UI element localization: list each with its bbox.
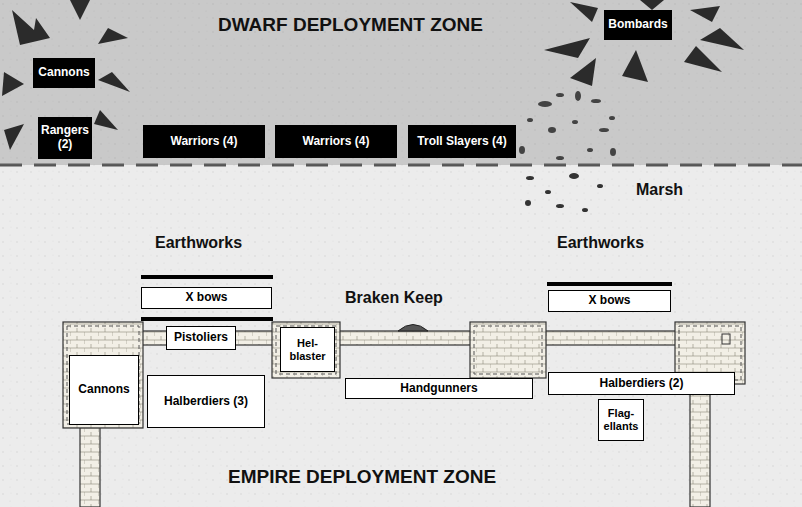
unit-name: Cannons — [78, 383, 129, 397]
unit-name: Handgunners — [400, 382, 477, 396]
unit-name: Rangers (2) — [41, 124, 89, 152]
unit-name: Hel- blaster — [285, 337, 330, 362]
unit-box: Cannons — [33, 58, 95, 88]
unit-name: Warriors (4) — [303, 135, 370, 149]
unit-box: Rangers (2) — [38, 117, 92, 159]
unit-box: Halberdiers (3) — [147, 375, 265, 428]
unit-box: Halberdiers (2) — [548, 372, 735, 395]
terrain-label: Earthworks — [155, 234, 242, 252]
unit-box: Pistoliers — [166, 326, 236, 350]
unit-name: Halberdiers (3) — [164, 395, 248, 409]
unit-name: Troll Slayers (4) — [417, 135, 506, 149]
keep-name: Braken Keep — [345, 289, 443, 307]
unit-name: Cannons — [38, 66, 89, 80]
unit-name: X bows — [588, 294, 630, 308]
unit-name: X bows — [185, 291, 227, 305]
unit-box: Troll Slayers (4) — [408, 125, 516, 158]
unit-box: Handgunners — [345, 378, 533, 399]
unit-name: Warriors (4) — [171, 135, 238, 149]
terrain-label: Earthworks — [557, 234, 644, 252]
unit-name: Bombards — [608, 18, 667, 32]
unit-box: Hel- blaster — [280, 327, 335, 372]
zone-name: DWARF DEPLOYMENT ZONE — [218, 14, 483, 36]
unit-name: Flag- ellants — [603, 407, 639, 432]
unit-box: Bombards — [604, 10, 672, 40]
unit-box: Flag- ellants — [598, 399, 644, 441]
unit-box: Warriors (4) — [143, 125, 265, 158]
unit-box: Cannons — [69, 355, 139, 425]
unit-box: X bows — [141, 287, 272, 309]
deployment-zone-band: DWARF DEPLOYMENT ZONE Cannons BombardsRang… — [0, 0, 802, 165]
unit-box: X bows — [548, 290, 671, 312]
marsh-label: Marsh — [636, 181, 683, 199]
unit-name: Pistoliers — [174, 331, 228, 345]
unit-box: Warriors (4) — [275, 125, 397, 158]
unit-name: Halberdiers (2) — [599, 377, 683, 391]
zone-name: EMPIRE DEPLOYMENT ZONE — [228, 466, 496, 488]
